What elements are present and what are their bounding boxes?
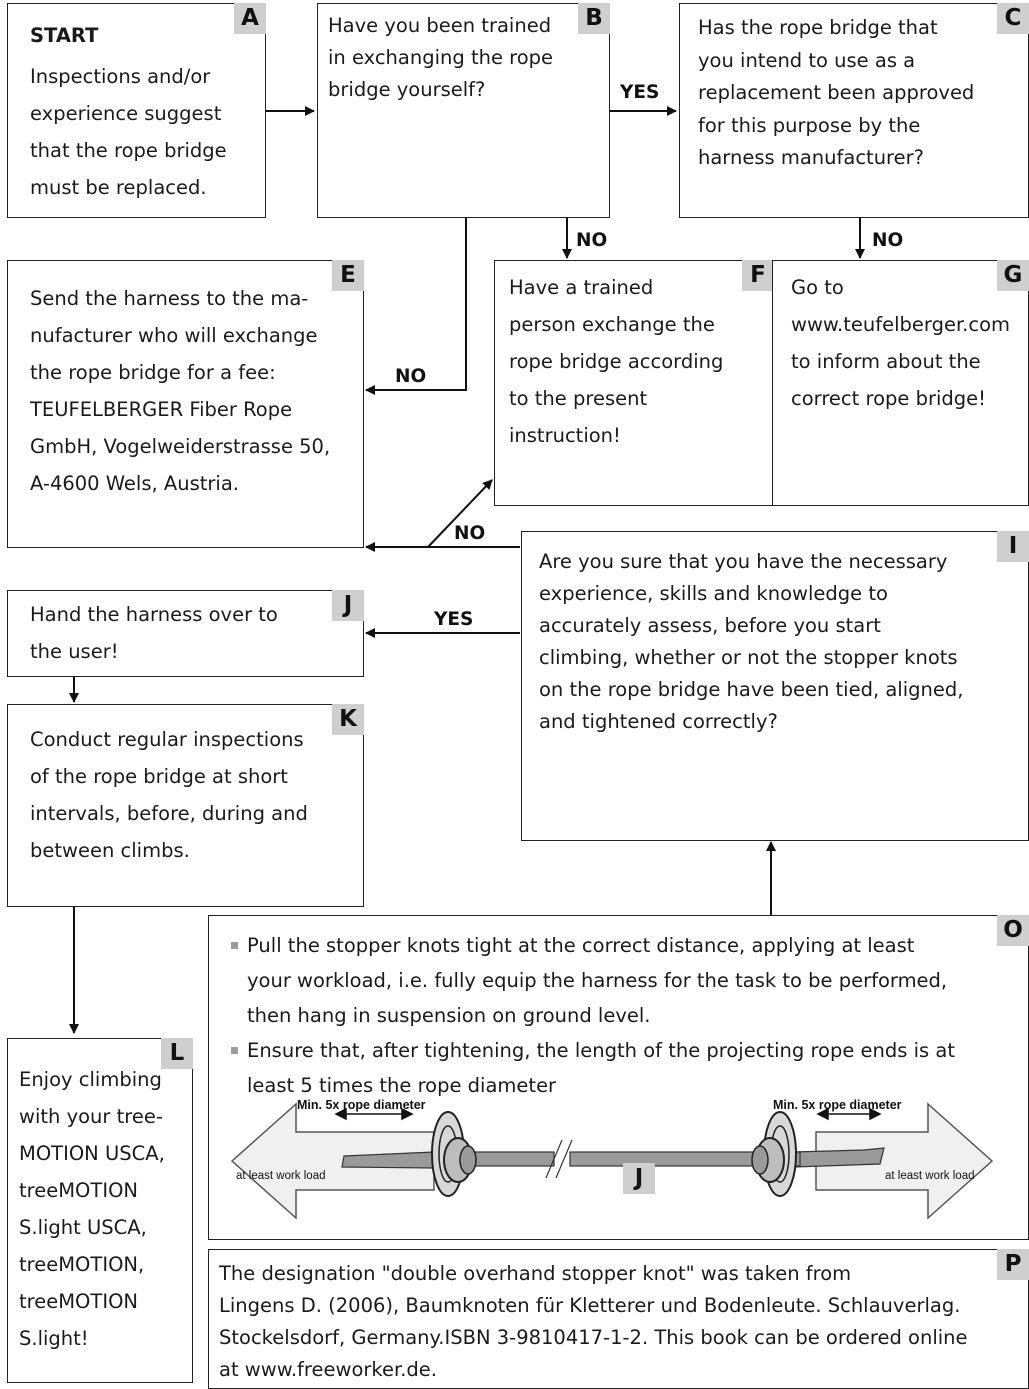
node-j-text: Hand the harness over to the user! (30, 603, 278, 663)
node-o-bullet-1: Pull the stopper knots tight at the corr… (231, 928, 947, 1033)
bullet-square-icon (231, 942, 238, 949)
rope-center-tag: J (623, 1163, 655, 1194)
node-e-tag: E (332, 260, 364, 291)
edge-no-f (427, 479, 493, 548)
node-k-tag: K (332, 704, 364, 735)
node-i-experience-question: I Are you sure that you have the necessa… (521, 531, 1029, 841)
node-e-text: Send the harness to the ma- nufacturer w… (30, 287, 331, 495)
edge-label-no-b-e: NO (395, 366, 427, 387)
node-k-inspections: K Conduct regular inspections of the rop… (7, 704, 364, 907)
node-c-text: Has the rope bridge that you intend to u… (698, 16, 975, 169)
node-f-text: Have a trained person exchange the rope … (509, 276, 724, 447)
work-load-right-label: at least work load (885, 1170, 975, 1182)
node-j-tag: J (332, 590, 364, 621)
node-l-text: Enjoy climbing with your tree- MOTION US… (19, 1068, 165, 1350)
node-k-text: Conduct regular inspections of the rope … (30, 728, 308, 862)
node-a-title: START (30, 24, 99, 47)
node-a-tag: A (234, 3, 266, 34)
rope-right-segment (569, 1151, 761, 1167)
edge-label-yes-b-c: YES (620, 82, 660, 103)
edge-b-e (365, 217, 467, 395)
rope-bridge-illustration (230, 1102, 994, 1220)
node-a-start: A START Inspections and/or experience su… (7, 3, 266, 218)
node-o-bullet-1-text: Pull the stopper knots tight at the corr… (247, 934, 948, 1027)
node-p-text: The designation "double overhand stopper… (219, 1262, 968, 1381)
node-l-tag: L (161, 1038, 193, 1069)
node-p-tag: P (997, 1249, 1029, 1280)
rope-right-end (793, 1147, 885, 1168)
min-diameter-left-label: Min. 5x rope diameter (297, 1098, 426, 1112)
node-f-tag: F (742, 260, 774, 291)
node-e-send-to-manufacturer: E Send the harness to the ma- nufacturer… (7, 260, 364, 548)
node-i-text: Are you sure that you have the necessary… (539, 550, 964, 733)
edge-label-yes-i-j: YES (434, 609, 474, 630)
stopper-knot-left-icon (431, 1111, 477, 1197)
node-i-tag: I (997, 531, 1029, 562)
edge-label-no-c-g: NO (872, 230, 904, 251)
edge-label-no-i-f: NO (454, 523, 486, 544)
node-o-tag: O (997, 915, 1029, 946)
node-b-tag: B (578, 3, 610, 34)
bullet-square-icon (231, 1047, 238, 1054)
node-b-trained-question: B Have you been trained in exchanging th… (317, 3, 610, 218)
node-o-bullet-2: Ensure that, after tightening, the lengt… (231, 1033, 955, 1103)
node-g-text: Go to www.teufelberger.com to inform abo… (791, 276, 1011, 410)
node-c-tag: C (997, 3, 1029, 34)
node-o-bullet-2-text: Ensure that, after tightening, the lengt… (247, 1039, 955, 1097)
node-p-reference-note: P The designation "double overhand stopp… (208, 1249, 1029, 1389)
edge-label-no-b-f: NO (576, 230, 608, 251)
node-o-tighten-knots: O Pull the stopper knots tight at the co… (208, 915, 1029, 1240)
node-l-enjoy-climbing: L Enjoy climbing with your tree- MOTION … (7, 1038, 193, 1383)
node-g-tag: G (997, 260, 1029, 291)
node-f-trained-person: F Have a trained person exchange the rop… (494, 260, 774, 506)
node-g-website: G Go to www.teufelberger.com to inform a… (772, 260, 1029, 506)
stopper-knot-right-icon (751, 1111, 797, 1197)
node-b-text: Have you been trained in exchanging the … (328, 14, 554, 101)
node-c-approved-question: C Has the rope bridge that you intend to… (679, 3, 1029, 218)
node-a-text: Inspections and/or experience suggest th… (30, 65, 227, 199)
work-load-left-label: at least work load (236, 1170, 326, 1182)
min-diameter-right-label: Min. 5x rope diameter (773, 1098, 902, 1112)
node-j-hand-over: J Hand the harness over to the user! (7, 590, 364, 677)
